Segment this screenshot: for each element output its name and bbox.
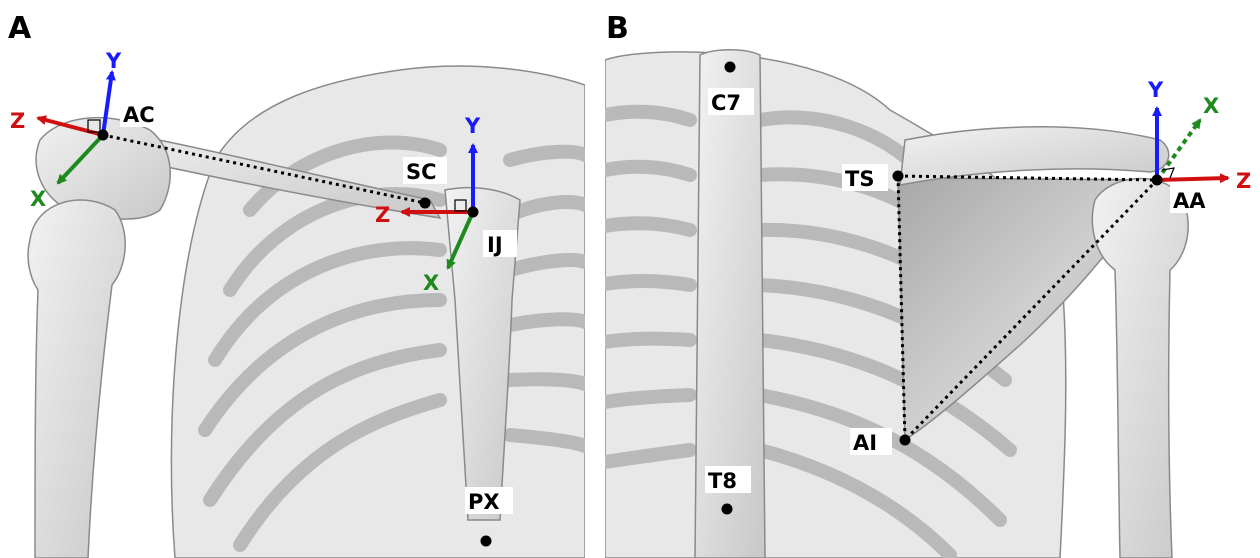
aa-z-axis [1157,178,1228,180]
px-point [481,536,492,547]
ij-label: IJ [487,233,503,257]
t8-point [722,504,733,515]
ai-point [900,435,911,446]
sc-label: SC [406,160,437,184]
ij-y-label: Y [464,114,481,138]
ac-z-label: Z [10,109,25,133]
ai-label: AI [853,431,877,455]
aa-x-label: X [1203,94,1219,118]
ac-label: AC [123,103,155,127]
aa-frame: Y Z X [1147,78,1251,193]
aa-label: AA [1173,189,1206,213]
ac-point [98,130,109,141]
c7-point [725,62,736,73]
ts-point [893,171,904,182]
c7-label: C7 [711,91,741,115]
ij-point [468,207,479,218]
px-label: PX [468,490,500,514]
t8-label: T8 [708,469,737,493]
panel-b-skeleton [605,50,1188,558]
ts-label: TS [845,167,874,191]
aa-z-label: Z [1236,169,1251,193]
aa-y-label: Y [1147,78,1164,102]
panel-b-letter: B [606,11,629,46]
sc-point [420,198,431,209]
panel-a-skeleton [28,66,585,558]
panel-a-letter: A [8,11,32,46]
ij-x-label: X [423,271,439,295]
ij-z-label: Z [375,203,390,227]
panel-a: Y Z X Y Z X AC SC IJ PX [10,49,585,558]
ac-y-label: Y [105,49,122,73]
aa-point [1152,175,1163,186]
ac-x-label: X [30,187,46,211]
panel-b: Y Z X C7 TS AA AI T8 [605,50,1251,558]
